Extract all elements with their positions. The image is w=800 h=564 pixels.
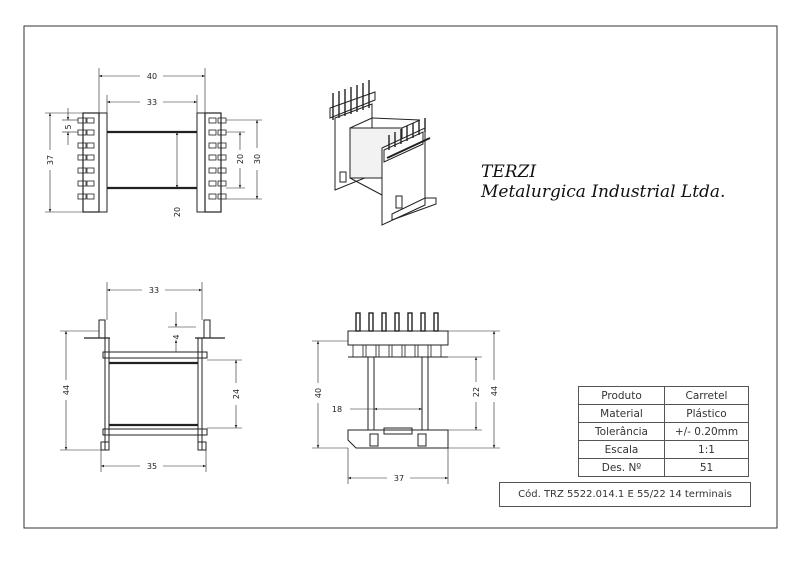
part-code: Cód. TRZ 5522.014.1 E 55/22 14 terminais bbox=[499, 482, 751, 507]
dim-top-right-span: 30 bbox=[253, 154, 262, 164]
title-block-value: Plástico bbox=[664, 404, 749, 423]
dim-side-core: 18 bbox=[332, 405, 342, 414]
top-view bbox=[45, 68, 262, 213]
title-block-value: Carretel bbox=[664, 386, 749, 405]
title-block-label: Produto bbox=[578, 386, 665, 405]
dim-side-height: 40 bbox=[314, 388, 323, 398]
title-block-row: Tolerância+/- 0.20mm bbox=[578, 422, 749, 441]
title-block-value: 1:1 bbox=[664, 440, 749, 459]
dim-top-window: 20 bbox=[173, 207, 182, 217]
dim-front-height: 44 bbox=[62, 385, 71, 395]
dim-front-flange: 4 bbox=[172, 334, 181, 339]
dim-top-inner-width: 33 bbox=[147, 98, 157, 107]
company-subtitle: Metalurgica Industrial Ltda. bbox=[481, 182, 726, 202]
title-block-value: 51 bbox=[664, 458, 749, 477]
dim-front-bottom-width: 35 bbox=[147, 462, 157, 471]
title-block-label: Material bbox=[578, 404, 665, 423]
dim-side-overall: 44 bbox=[490, 386, 499, 396]
title-block-label: Tolerância bbox=[578, 422, 665, 441]
top-view-right-pins bbox=[208, 117, 227, 200]
dim-side-window: 22 bbox=[472, 387, 481, 397]
title-block-value: +/- 0.20mm bbox=[664, 422, 749, 441]
sheet-border bbox=[23, 25, 778, 529]
dim-top-pin-pitch: 5 bbox=[64, 124, 73, 129]
front-view bbox=[60, 282, 242, 472]
dim-front-window: 24 bbox=[232, 389, 241, 399]
dim-top-right-inner: 20 bbox=[236, 154, 245, 164]
title-block-label: Escala bbox=[578, 440, 665, 459]
dim-front-top-width: 33 bbox=[149, 286, 159, 295]
top-view-left-pins bbox=[77, 117, 95, 200]
company-name: TERZI bbox=[481, 162, 537, 182]
dim-top-height: 37 bbox=[46, 155, 55, 165]
title-block-label: Des. Nº bbox=[578, 458, 665, 477]
dim-top-overall-width: 40 bbox=[147, 72, 157, 81]
side-view bbox=[312, 312, 500, 484]
dim-side-width: 37 bbox=[394, 474, 404, 483]
isometric-view bbox=[329, 80, 437, 226]
